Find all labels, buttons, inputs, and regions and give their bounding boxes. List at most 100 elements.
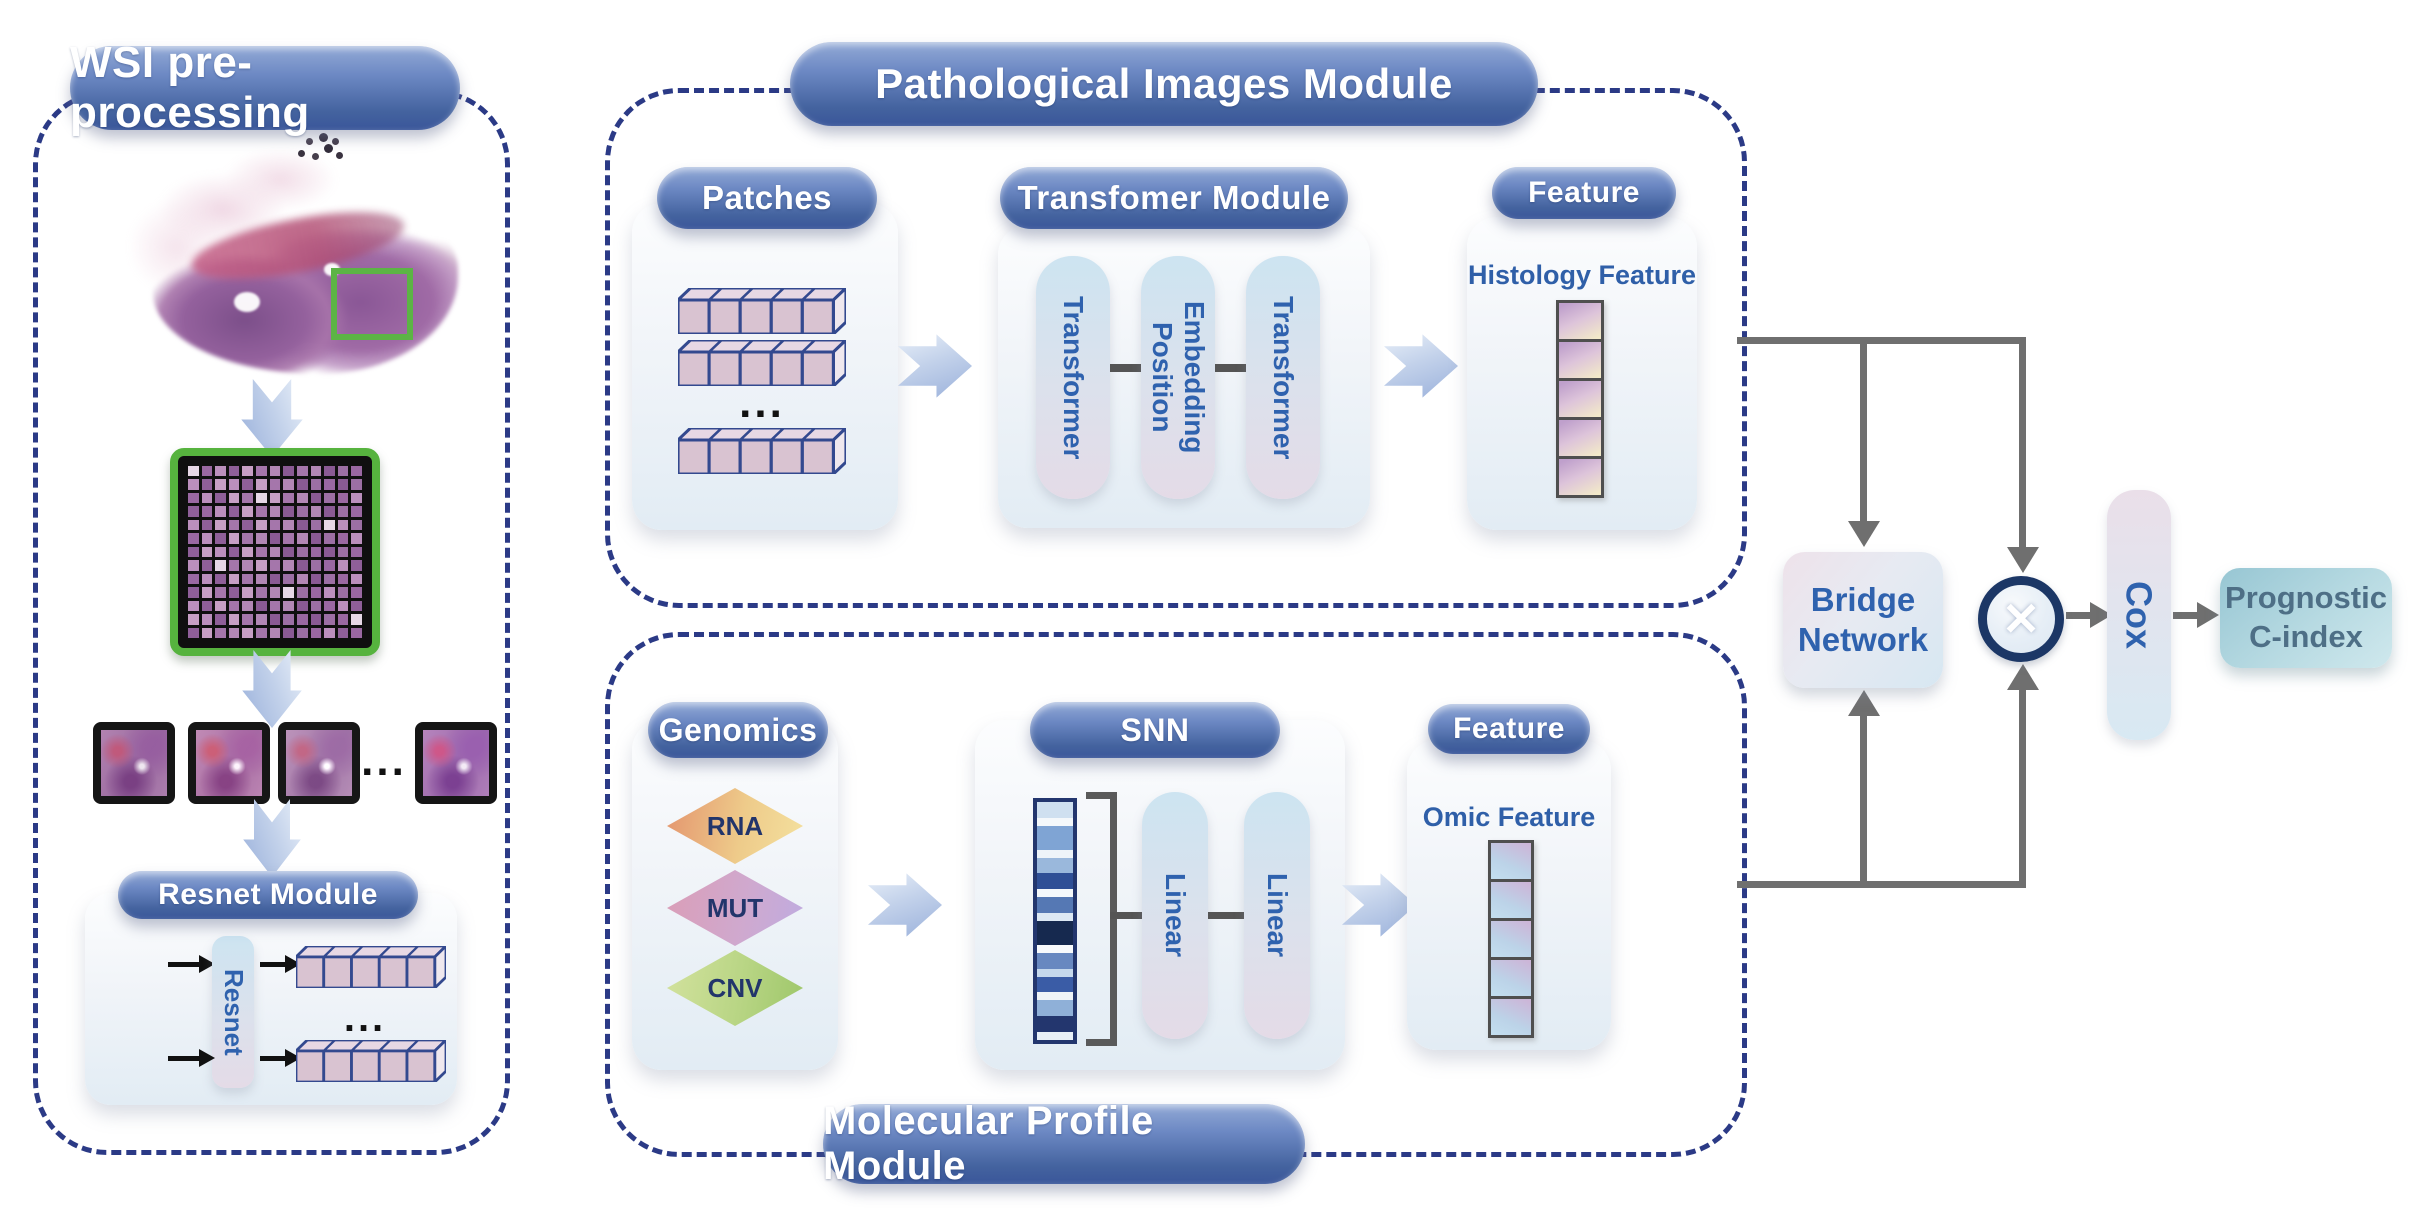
pathological-panel-title: Pathological Images Module	[790, 42, 1538, 126]
grid-cell	[269, 546, 281, 558]
barcode-stripe	[1037, 913, 1073, 921]
prognostic-line1: Prognostic	[2225, 580, 2387, 616]
wsi-panel-title: WSI pre-processing	[70, 38, 460, 137]
bridge-network-line2: Network	[1797, 621, 1929, 658]
grid-cell	[242, 506, 254, 517]
barcode-stripe	[1037, 1032, 1073, 1040]
grid-cell	[215, 614, 226, 625]
grid-cell	[201, 573, 213, 585]
grid-cell	[228, 479, 240, 490]
grid-cell	[283, 492, 294, 504]
grid-cell	[337, 573, 349, 585]
grid-cell	[310, 533, 322, 544]
resnet-bar-label: Resnet	[218, 968, 249, 1056]
grid-cell	[296, 466, 308, 477]
grid-cell	[188, 519, 199, 531]
arrowhead-icon	[1848, 521, 1880, 547]
genomic-barcode	[1033, 798, 1077, 1044]
grid-cell	[324, 614, 335, 625]
grid-cell	[337, 506, 349, 517]
barcode-stripe	[1037, 889, 1073, 898]
grid-cell	[283, 479, 294, 490]
feature-cell	[1491, 918, 1531, 957]
grid-cell	[351, 533, 362, 544]
grid-cell	[242, 519, 254, 531]
resnet-bar: Resnet	[212, 936, 254, 1088]
grid-cell	[296, 546, 308, 558]
wsi-thumbnail-image	[108, 142, 480, 384]
grid-cell	[337, 466, 349, 477]
grid-cell	[351, 492, 362, 504]
position-embedding-bar: Position Embedding	[1141, 256, 1215, 499]
grid-cell	[351, 546, 362, 558]
grid-cell	[215, 519, 226, 531]
grid-cell	[324, 627, 335, 638]
grid-cell	[201, 560, 213, 571]
grid-cell	[310, 587, 322, 598]
grid-cell	[201, 627, 213, 638]
cox-label: Cox	[2118, 580, 2160, 649]
barcode-stripe	[1037, 952, 1073, 969]
grid-cell	[215, 560, 226, 571]
grid-cell	[188, 506, 199, 517]
patch-grid-cells	[188, 466, 362, 638]
grid-cell	[215, 479, 226, 490]
grid-cell	[215, 492, 226, 504]
linear-bar: Linear	[1142, 792, 1208, 1039]
grid-cell	[351, 587, 362, 598]
grid-cell	[228, 587, 240, 598]
grid-cell	[324, 587, 335, 598]
rna-label: RNA	[706, 810, 764, 841]
grid-cell	[283, 533, 294, 544]
grid-cell	[256, 519, 267, 531]
cox-bar: Cox	[2107, 490, 2171, 740]
grid-cell	[296, 492, 308, 504]
arrowhead-icon	[2007, 547, 2039, 573]
arrowhead-icon	[2007, 664, 2039, 690]
grid-cell	[188, 587, 199, 598]
grid-cell	[269, 560, 281, 571]
grid-cell	[310, 492, 322, 504]
bridge-network-box: Bridge Network	[1783, 552, 1943, 688]
grid-cell	[310, 506, 322, 517]
grid-cell	[351, 466, 362, 477]
grid-cell	[324, 600, 335, 612]
grid-cell	[269, 506, 281, 517]
grid-cell	[283, 466, 294, 477]
grid-cell	[324, 546, 335, 558]
omic-feature-vector	[1488, 840, 1534, 1038]
grid-cell	[269, 573, 281, 585]
grid-cell	[228, 546, 240, 558]
grid-cell	[188, 466, 199, 477]
grid-cell	[324, 519, 335, 531]
connector-line	[2019, 337, 2026, 549]
grid-cell	[215, 466, 226, 477]
grid-cell	[215, 573, 226, 585]
grid-cell	[296, 600, 308, 612]
grid-cell	[337, 560, 349, 571]
connector-line	[1860, 337, 1867, 523]
grid-cell	[188, 492, 199, 504]
grid-cell	[283, 560, 294, 571]
grid-cell	[337, 614, 349, 625]
grid-cell	[269, 519, 281, 531]
grid-cell	[256, 546, 267, 558]
grid-cell	[283, 614, 294, 625]
grid-cell	[188, 600, 199, 612]
grid-cell	[310, 614, 322, 625]
grid-cell	[269, 614, 281, 625]
grid-cell	[201, 614, 213, 625]
grid-cell	[283, 546, 294, 558]
position-embedding-label: Position Embedding	[1147, 301, 1211, 454]
grid-cell	[310, 600, 322, 612]
grid-cell	[242, 533, 254, 544]
barcode-stripe	[1037, 802, 1073, 818]
arrow-icon	[168, 955, 215, 973]
grid-cell	[283, 587, 294, 598]
grid-cell	[351, 573, 362, 585]
feature-cell	[1491, 879, 1531, 918]
grid-cell	[310, 466, 322, 477]
connector-line	[1737, 337, 2026, 344]
grid-cell	[351, 506, 362, 517]
